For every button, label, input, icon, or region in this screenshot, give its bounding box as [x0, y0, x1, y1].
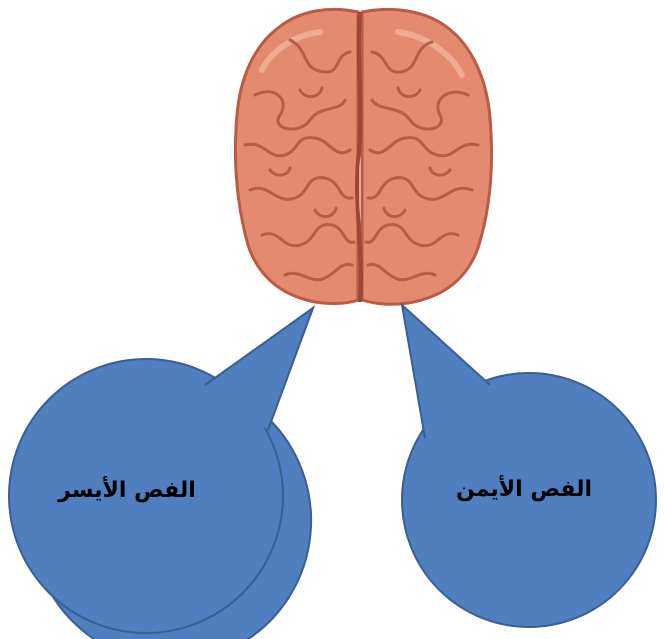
brain-left-hemisphere — [235, 9, 358, 303]
brain-icon — [235, 9, 491, 304]
right-lobe-label: الفص الأيمن — [456, 474, 592, 502]
left-lobe-label: الفص الأيسر — [57, 475, 196, 503]
brain-right-hemisphere — [362, 9, 492, 304]
